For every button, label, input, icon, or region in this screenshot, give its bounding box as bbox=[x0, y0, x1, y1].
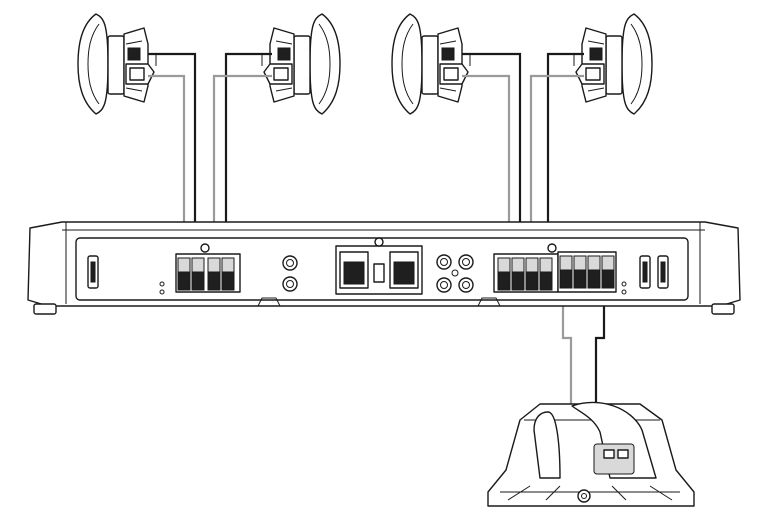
speaker-2 bbox=[261, 13, 341, 115]
speaker-1 bbox=[77, 13, 157, 115]
speaker-wires bbox=[148, 52, 584, 258]
speaker-4 bbox=[573, 13, 653, 115]
subwoofer-wires bbox=[561, 276, 606, 412]
power-terminal-block bbox=[335, 237, 423, 295]
amplifier bbox=[27, 221, 741, 315]
speaker-3 bbox=[391, 13, 471, 115]
subwoofer-terminal-block bbox=[557, 251, 617, 293]
subwoofer bbox=[487, 401, 695, 507]
left-terminal-block bbox=[175, 243, 241, 293]
right-speaker-terminal-block bbox=[493, 243, 559, 293]
